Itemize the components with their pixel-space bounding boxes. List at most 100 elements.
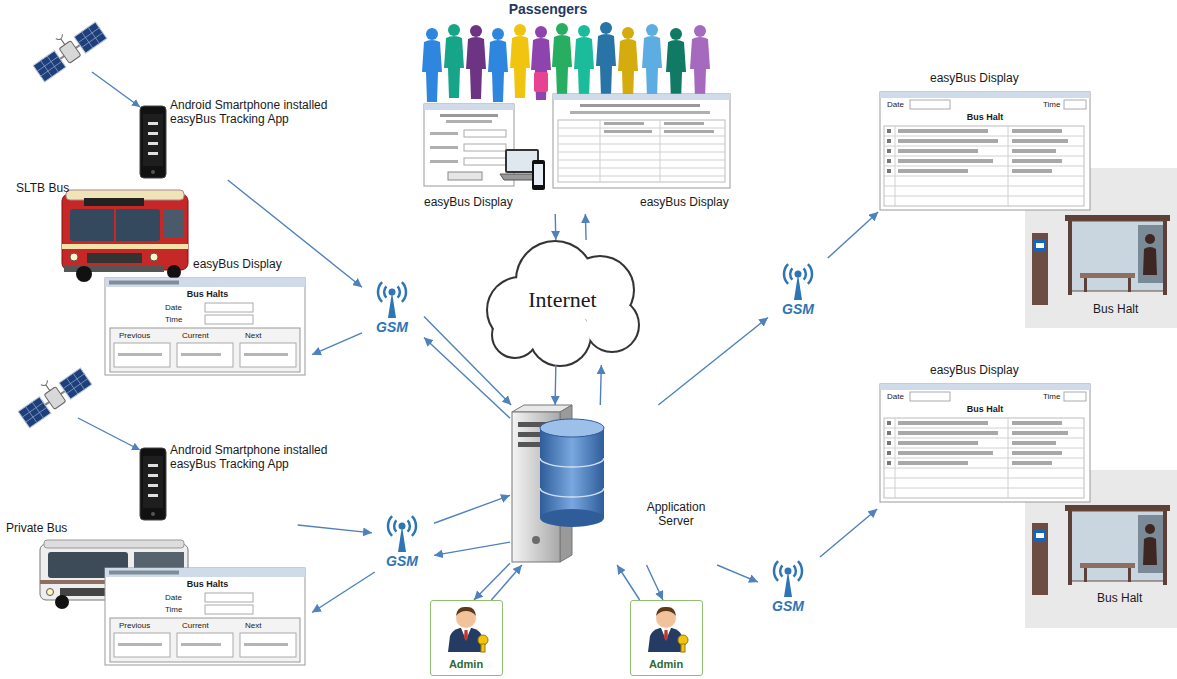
passenger-display: easyBus Display bbox=[420, 100, 542, 214]
sltb-bus-picture bbox=[70, 209, 160, 241]
sltb-bus: SLTB Bus bbox=[12, 180, 190, 280]
halt-display-label: Date bbox=[887, 100, 917, 109]
passenger-crowd bbox=[642, 24, 662, 98]
passenger-screens bbox=[464, 158, 506, 165]
connector-arrow bbox=[717, 565, 758, 582]
passenger-crowd bbox=[690, 25, 710, 99]
private-bus-picture bbox=[55, 595, 69, 609]
gsm-antenna bbox=[378, 282, 406, 318]
gsm-tower-label: GSM bbox=[758, 598, 818, 614]
private-bus-label: Private Bus bbox=[6, 522, 86, 536]
server-icon bbox=[540, 428, 604, 518]
application-server: Application Server bbox=[510, 405, 725, 565]
passenger-group-label: Passengers bbox=[488, 1, 608, 17]
gsm-tower: GSM bbox=[372, 510, 434, 572]
passenger-screens bbox=[558, 120, 725, 182]
display-screen bbox=[880, 92, 1090, 210]
bus-display: Bus HaltsDateTimePrevious Current Next bbox=[105, 568, 312, 665]
sltb-bus-picture bbox=[62, 194, 188, 270]
halt-display: easyBus DisplayBus HaltDateTime bbox=[875, 70, 1095, 212]
sltb-bus-picture bbox=[87, 253, 142, 263]
gsm-antenna bbox=[774, 561, 802, 597]
halt-display-label: Bus Halt bbox=[935, 404, 1035, 414]
passenger-screens bbox=[553, 94, 730, 100]
passenger-screens bbox=[430, 146, 458, 149]
tracking-phone: Android Smartphone installed easyBus Tra… bbox=[138, 95, 364, 180]
bus-display-label: Current bbox=[182, 621, 237, 630]
connector-arrow bbox=[424, 316, 511, 405]
server-icon bbox=[540, 458, 604, 497]
passenger-screens bbox=[664, 130, 714, 133]
passenger-screens bbox=[464, 130, 506, 137]
passenger-screens bbox=[558, 120, 725, 182]
admin-box: Admin bbox=[430, 600, 503, 676]
satellite bbox=[28, 15, 107, 82]
passenger-crowd bbox=[466, 25, 486, 99]
internet-cloud-label: Internet bbox=[485, 287, 640, 312]
smartphone bbox=[140, 448, 166, 520]
bus-shelter bbox=[1032, 505, 1170, 595]
bus-display-label: Date bbox=[165, 593, 205, 602]
connector-arrow bbox=[820, 509, 877, 557]
passenger-screens bbox=[440, 114, 498, 117]
passenger-crowd bbox=[531, 26, 551, 100]
bus-halt-label: Bus Halt bbox=[1093, 303, 1163, 317]
bus-display-label: Current bbox=[182, 331, 237, 340]
server-icon bbox=[512, 405, 604, 562]
connector-arrow bbox=[298, 525, 372, 533]
cloud-shape bbox=[530, 305, 590, 365]
bus-display-label: Time bbox=[165, 315, 205, 324]
display-screen bbox=[880, 384, 1090, 502]
server-icon bbox=[532, 536, 540, 544]
passenger-crowd bbox=[552, 23, 572, 97]
passenger-screens bbox=[664, 122, 704, 125]
sltb-bus-picture bbox=[167, 265, 181, 279]
connector-arrow bbox=[434, 495, 510, 523]
bus-display-label: Previous bbox=[119, 331, 174, 340]
gsm-antenna bbox=[784, 264, 812, 300]
bus-halt-label: Bus Halt bbox=[1097, 592, 1167, 606]
bus-display-label: Time bbox=[165, 605, 205, 614]
sltb-bus-picture bbox=[70, 253, 78, 261]
connector-arrow bbox=[312, 333, 362, 355]
bus-display-label: easyBus Display bbox=[193, 258, 303, 272]
halt-display-label: easyBus Display bbox=[930, 364, 1040, 378]
bus-display-label: Next bbox=[245, 621, 300, 630]
bus-display-label: Date bbox=[165, 303, 205, 312]
bus-display-label: Bus Halts bbox=[105, 579, 310, 589]
passenger-screens bbox=[604, 130, 652, 133]
connector-arrow bbox=[828, 212, 878, 258]
passenger-screens bbox=[446, 120, 492, 123]
bus-halt: Bus Halt bbox=[1025, 200, 1177, 328]
sltb-bus-label: SLTB Bus bbox=[16, 182, 96, 196]
admin-icon bbox=[648, 607, 688, 652]
server-icon bbox=[540, 509, 604, 527]
passenger-screens bbox=[604, 122, 644, 125]
passenger-display-label: easyBus Display bbox=[640, 196, 732, 210]
halt-display-label: easyBus Display bbox=[930, 72, 1040, 86]
gps-signal bbox=[92, 72, 140, 107]
sltb-bus-picture bbox=[114, 209, 116, 241]
passenger-screens bbox=[570, 111, 710, 114]
passenger-crowd bbox=[534, 72, 548, 92]
connector-arrow bbox=[424, 337, 510, 418]
admin-box-label: Admin bbox=[631, 658, 701, 671]
sltb-bus-picture bbox=[76, 266, 92, 282]
connector-arrow bbox=[658, 317, 768, 405]
smartphone bbox=[140, 106, 166, 178]
halt-display-label: Time bbox=[1043, 100, 1073, 109]
connector-arrow bbox=[228, 180, 362, 287]
sltb-bus-picture bbox=[62, 244, 188, 249]
admin-box: Admin bbox=[630, 600, 703, 676]
passenger-crowd bbox=[444, 24, 464, 98]
bus-display-label: Previous bbox=[119, 621, 174, 630]
passenger-screens bbox=[430, 132, 458, 135]
passenger-screens bbox=[534, 164, 543, 185]
tracking-phone-label: Android Smartphone installed easyBus Tra… bbox=[170, 444, 362, 472]
bus-display: easyBus DisplayBus HaltsDateTimePrevious… bbox=[105, 258, 312, 375]
tracking-phone: Android Smartphone installed easyBus Tra… bbox=[138, 440, 364, 525]
passenger-screens bbox=[424, 94, 730, 190]
gsm-tower: GSM bbox=[362, 276, 424, 338]
